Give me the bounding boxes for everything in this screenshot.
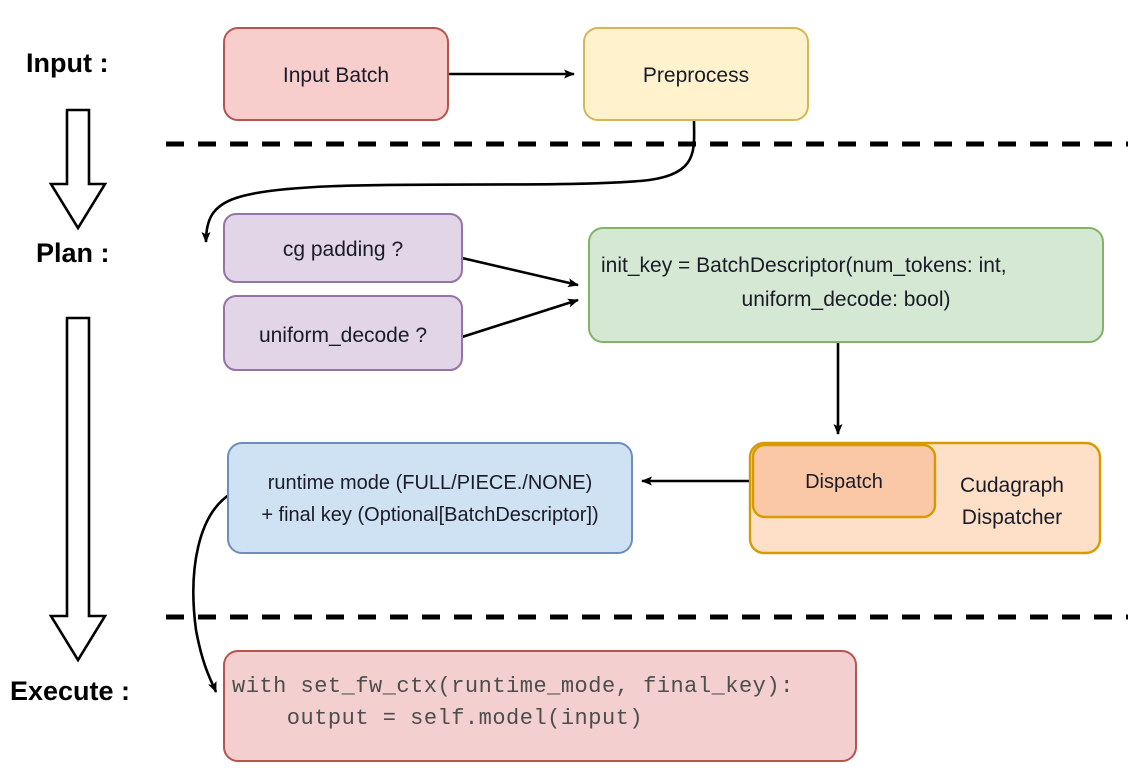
- node-cg-padding[interactable]: cg padding ?: [223, 213, 463, 283]
- node-cg-padding-label: cg padding ?: [283, 238, 403, 261]
- node-init-key-line2: uniform_decode: bool): [742, 288, 951, 311]
- connector-preprocess-to-cg-padding: [201, 119, 696, 243]
- node-uniform-decode-shape: [223, 295, 463, 371]
- node-runtime-mode-line2: + final key (Optional[BatchDescriptor]): [261, 504, 598, 526]
- connector-runtime-mode-to-execute-code: [192, 491, 233, 693]
- node-input-batch[interactable]: Input Batch: [223, 27, 449, 121]
- stage-label-execute: Execute :: [10, 676, 130, 706]
- node-init-key-line1: init_key = BatchDescriptor(num_tokens: i…: [601, 254, 1007, 277]
- node-init-key-shape: [588, 227, 1104, 343]
- node-execute-code-line2: output = self.model(input): [232, 706, 643, 731]
- node-execute-code[interactable]: with set_fw_ctx(runtime_mode, final_key)…: [223, 650, 857, 762]
- node-cudagraph-dispatcher-label-line2: Dispatcher: [962, 506, 1062, 529]
- node-uniform-decode-label: uniform_decode ?: [259, 324, 427, 347]
- node-dispatch-shape: [751, 443, 937, 519]
- connector-uniform-decode-to-init-key: [461, 298, 579, 339]
- node-runtime-mode[interactable]: runtime mode (FULL/PIECE./NONE) + final …: [227, 442, 633, 554]
- node-dispatch-label: Dispatch: [805, 471, 883, 493]
- node-execute-code-line1: with set_fw_ctx(runtime_mode, final_key)…: [232, 674, 794, 699]
- node-runtime-mode-line1: runtime mode (FULL/PIECE./NONE): [268, 472, 593, 494]
- node-cg-padding-shape: [223, 213, 463, 283]
- node-dispatch[interactable]: Dispatch: [751, 443, 937, 519]
- node-cudagraph-dispatcher-label-line1: Cudagraph: [960, 474, 1064, 497]
- connector-cg-padding-to-init-key: [461, 256, 579, 288]
- node-preprocess[interactable]: Preprocess: [583, 27, 809, 121]
- input-to-plan-block-arrow-icon: [48, 108, 108, 231]
- node-runtime-mode-shape: [227, 442, 633, 554]
- node-preprocess-shape: [583, 27, 809, 121]
- stage-label-input: Input :: [26, 48, 108, 78]
- node-input-batch-shape: [223, 27, 449, 121]
- node-execute-code-shape: [223, 650, 857, 762]
- plan-to-execute-block-arrow-icon: [48, 316, 108, 663]
- node-input-batch-label: Input Batch: [283, 64, 389, 87]
- node-preprocess-label: Preprocess: [643, 64, 749, 87]
- node-uniform-decode[interactable]: uniform_decode ?: [223, 295, 463, 371]
- stage-label-plan: Plan :: [36, 238, 110, 268]
- node-init-key[interactable]: init_key = BatchDescriptor(num_tokens: i…: [588, 227, 1104, 343]
